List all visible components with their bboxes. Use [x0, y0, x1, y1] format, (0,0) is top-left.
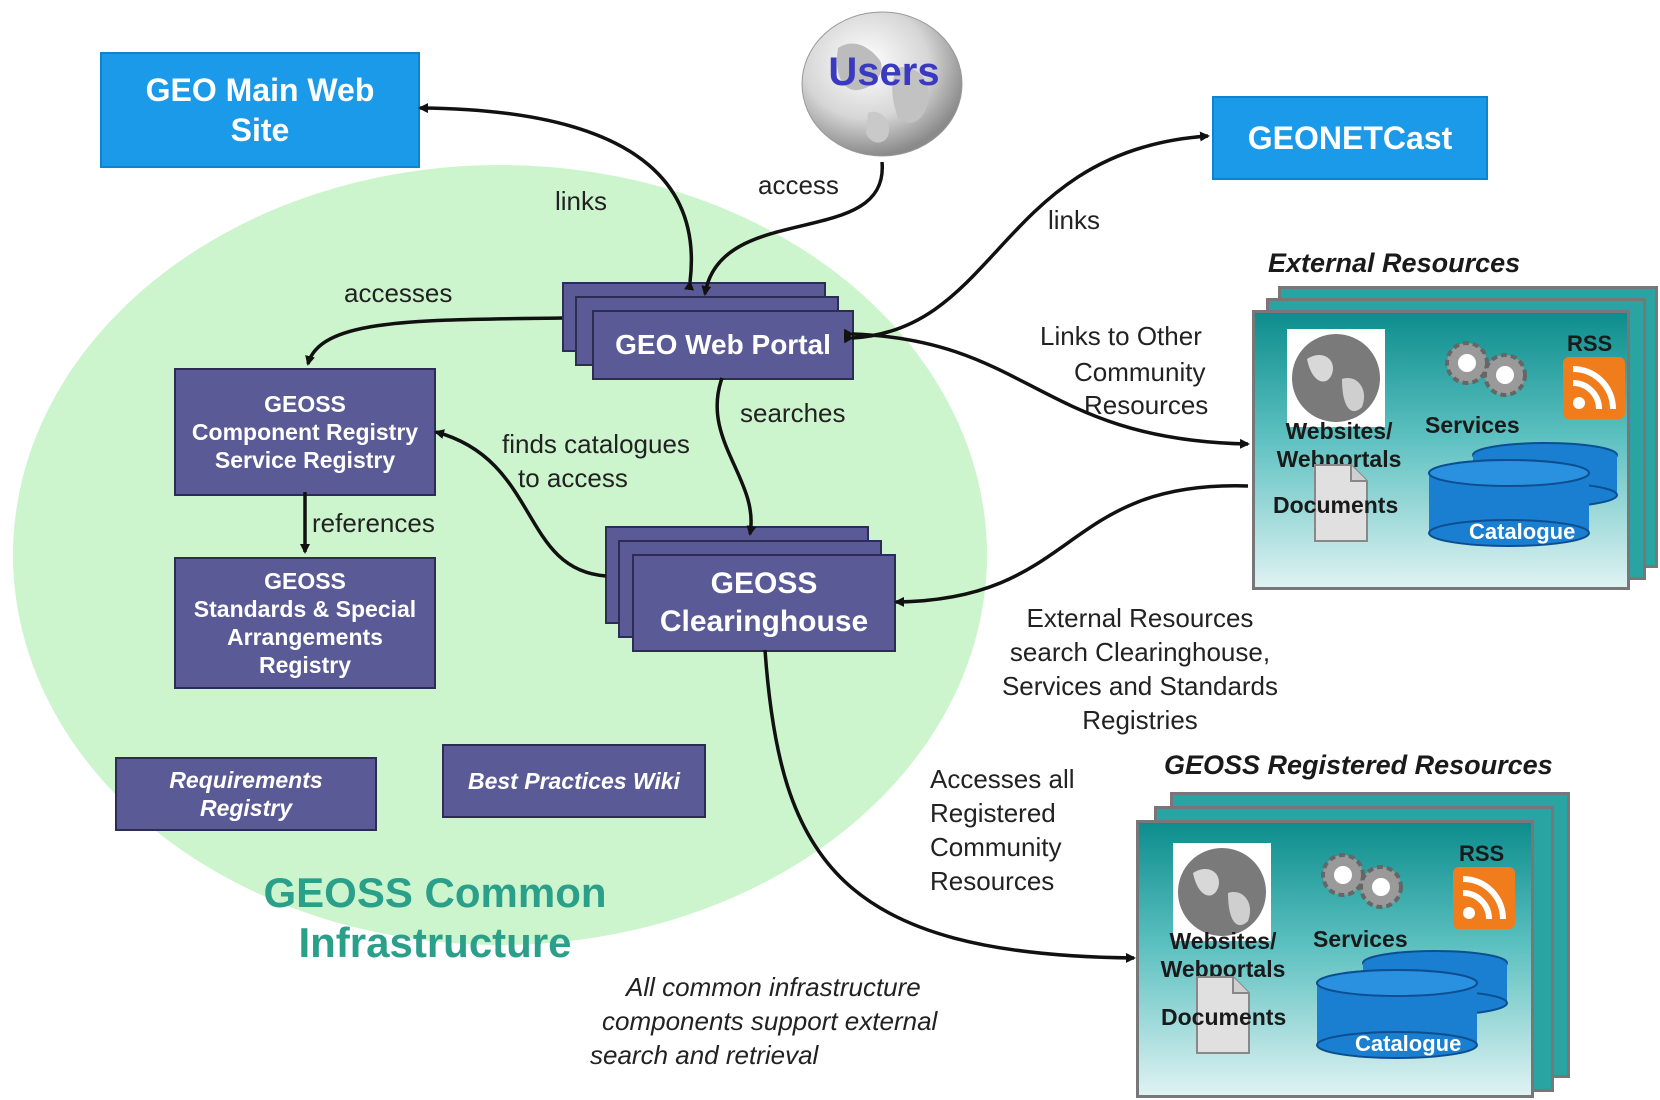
label-links-right: links	[1048, 205, 1101, 235]
requirements-registry-box[interactable]: Requirements Registry	[115, 757, 377, 831]
label-aa-2: Registered	[930, 798, 1056, 828]
users-globe-icon	[801, 11, 963, 157]
label-accesses: accesses	[344, 278, 453, 308]
label-references: references	[312, 508, 435, 538]
external-catalogue-icon	[1428, 442, 1618, 547]
registered-documents-label: Documents	[1161, 1004, 1287, 1030]
gci-line2: Infrastructure	[298, 919, 572, 966]
label-common-infra-note: All common infrastructure components sup…	[590, 970, 937, 1072]
wiki-label: Best Practices Wiki	[467, 767, 680, 794]
label-searches: searches	[740, 398, 846, 428]
label-aa-1: Accesses all	[930, 764, 1075, 794]
gci-title: GEOSS Common Infrastructure	[230, 868, 640, 968]
external-rss-icon	[1563, 357, 1625, 419]
component-registry-box[interactable]: GEOSS Component Registry Service Registr…	[174, 368, 436, 496]
label-access: access	[758, 170, 839, 200]
component-registry-line3: Service Registry	[214, 447, 396, 473]
registered-catalogue-icon	[1316, 950, 1508, 1059]
registered-rss-icon	[1453, 867, 1515, 929]
external-document-icon	[1314, 464, 1368, 542]
users-label: Users	[828, 50, 940, 94]
label-links-other-2: Community	[1074, 357, 1206, 387]
external-globe-icon	[1287, 329, 1385, 427]
geo-main-line2: Site	[230, 112, 290, 148]
clearinghouse-box[interactable]: GEOSS Clearinghouse	[632, 554, 896, 652]
requirements-line1: Requirements	[169, 767, 323, 793]
label-er-1: External Resources	[1026, 603, 1254, 633]
best-practices-wiki-box[interactable]: Best Practices Wiki	[442, 744, 706, 818]
geo-main-web-site-box[interactable]: GEO Main Web Site	[100, 52, 420, 168]
label-aa-3: Community	[930, 832, 1062, 862]
label-links-other-3: Resources	[1084, 390, 1209, 420]
registered-document-icon	[1196, 976, 1250, 1054]
registered-services-gears-icon	[1321, 853, 1403, 909]
standards-line4: Registry	[258, 652, 352, 678]
label-ci-1: All common infrastructure	[626, 972, 921, 1002]
external-rss-label: RSS	[1567, 331, 1613, 356]
label-accesses-all: Accesses all Registered Community Resour…	[930, 762, 1075, 898]
registered-resources-panel[interactable]: Websites/ Webportals Services RSS Docume…	[1136, 820, 1534, 1098]
registered-rss-label: RSS	[1459, 841, 1505, 866]
label-ci-2: components support external	[602, 1006, 938, 1036]
external-websites-1: Websites/	[1285, 418, 1393, 444]
geonetcast-box[interactable]: GEONETCast	[1212, 96, 1488, 180]
external-services-label: Services	[1425, 412, 1520, 438]
label-er-2: search Clearinghouse,	[1009, 637, 1271, 667]
geo-main-line1: GEO Main Web	[145, 72, 375, 108]
registered-resources-title: GEOSS Registered Resources	[1164, 750, 1553, 780]
label-er-3: Services and Standards	[1001, 671, 1279, 701]
geonetcast-label: GEONETCast	[1247, 120, 1453, 156]
component-registry-line2: Component Registry	[191, 419, 419, 445]
standards-line1: GEOSS	[264, 568, 346, 594]
geo-web-portal-box[interactable]: GEO Web Portal	[592, 310, 854, 380]
registered-services-label: Services	[1313, 926, 1408, 952]
portal-label: GEO Web Portal	[615, 329, 831, 360]
label-ci-3: search and retrieval	[590, 1040, 819, 1070]
gci-line1: GEOSS Common	[263, 869, 607, 916]
requirements-line2: Registry	[199, 795, 293, 821]
registered-globe-icon	[1173, 843, 1271, 941]
standards-line3: Arrangements	[227, 624, 383, 650]
external-catalogue-label: Catalogue	[1469, 519, 1576, 544]
external-resources-panel[interactable]: Websites/ Webportals Services RSS Docume…	[1252, 310, 1630, 590]
label-aa-4: Resources	[930, 866, 1055, 896]
label-links-left: links	[555, 186, 608, 216]
external-documents-label: Documents	[1273, 492, 1399, 518]
external-resources-title: External Resources	[1268, 248, 1521, 278]
label-links-other-1: Links to Other	[1040, 321, 1202, 351]
registered-websites-1: Websites/	[1169, 928, 1277, 954]
label-finds-2: to access	[518, 463, 628, 493]
label-external-search: External Resources search Clearinghouse,…	[980, 601, 1300, 737]
label-er-4: Registries	[1082, 705, 1198, 735]
standards-registry-box[interactable]: GEOSS Standards & Special Arrangements R…	[174, 557, 436, 689]
clearinghouse-line2: Clearinghouse	[659, 605, 869, 638]
label-finds-1: finds catalogues	[502, 429, 690, 459]
registered-catalogue-label: Catalogue	[1355, 1031, 1462, 1056]
standards-line2: Standards & Special	[193, 596, 417, 622]
clearinghouse-line1: GEOSS	[710, 567, 818, 600]
component-registry-line1: GEOSS	[264, 391, 346, 417]
external-websites-label: Websites/ Webportals	[1269, 417, 1409, 473]
external-services-gears-icon	[1445, 341, 1527, 397]
